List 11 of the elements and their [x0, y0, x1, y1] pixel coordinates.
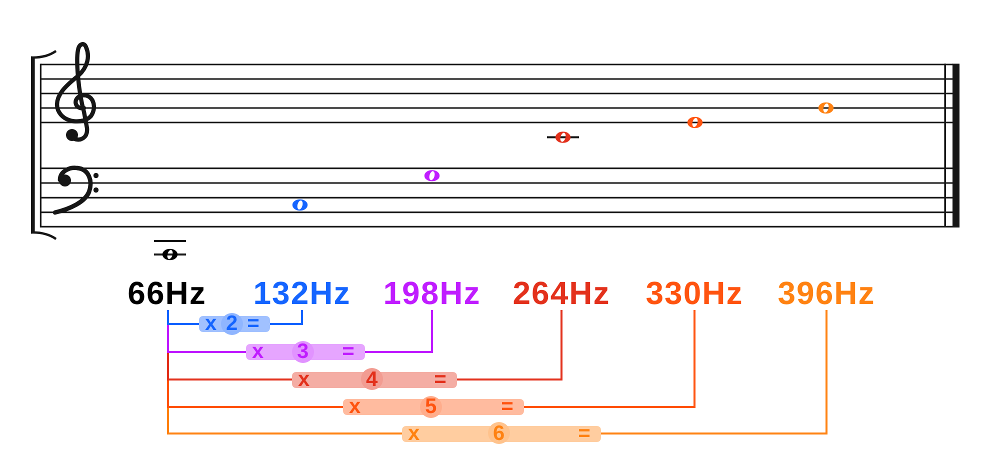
frequency-label: 330Hz — [634, 276, 754, 310]
frequency-label: 198Hz — [372, 276, 492, 310]
multiplier-label: x 2 = — [199, 312, 270, 336]
frequency-label: 396Hz — [766, 276, 886, 310]
frequency-label: 264Hz — [502, 276, 622, 310]
multiplier-label: x 6 = — [402, 422, 602, 446]
frequency-label: 66Hz — [107, 276, 227, 310]
multiplier-label: x 4 = — [292, 368, 458, 392]
frequency-label: 132Hz — [242, 276, 362, 310]
multiplier-label: x 3 = — [246, 340, 366, 364]
multiplier-label: x 5 = — [343, 395, 524, 419]
